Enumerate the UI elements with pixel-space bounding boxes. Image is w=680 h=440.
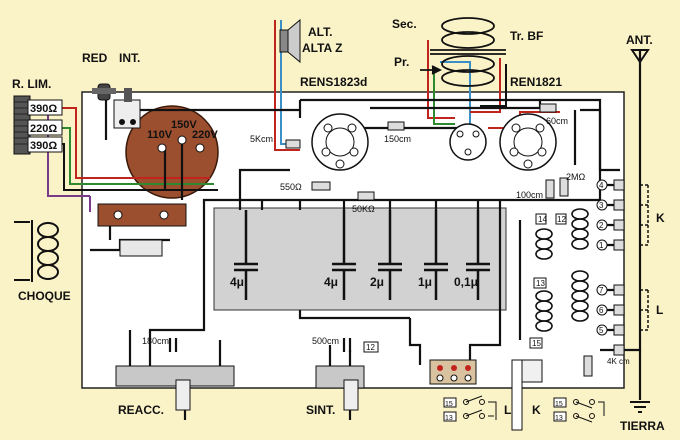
int-label: INT. <box>119 51 140 65</box>
resistor-390-b <box>27 136 63 153</box>
c4k-label: 4K cm <box>607 357 630 366</box>
cap-150cm <box>387 121 405 131</box>
rf-coils <box>535 208 589 332</box>
r2m-label: 2MΩ <box>566 172 586 182</box>
n15-label: 15 <box>532 339 541 348</box>
choque-label: CHOQUE <box>18 289 71 303</box>
resistor-50k <box>357 191 375 201</box>
r220-label: 220Ω <box>30 123 57 135</box>
reaction-capacitor <box>115 365 235 387</box>
ren1821-label: REN1821 <box>510 75 562 89</box>
c150-label: 150cm <box>384 134 411 144</box>
reacc-label: REACC. <box>118 403 164 417</box>
l-label: L <box>656 303 663 317</box>
resistor-550 <box>311 181 331 191</box>
capacitor-block <box>213 207 507 311</box>
cap2-label: 4μ <box>324 275 338 289</box>
ground-symbol <box>630 401 650 413</box>
mains-plug <box>92 83 116 101</box>
sw15b-label: 15 <box>555 401 563 408</box>
k-pin-3: 3 <box>599 201 604 210</box>
reaction-knob-shaft <box>175 379 191 411</box>
block-capacitor-symbols <box>234 210 490 300</box>
l-terminals: 7 6 5 <box>596 284 649 356</box>
k-pin-4: 4 <box>599 181 604 190</box>
r550-label: 550Ω <box>280 182 302 192</box>
alta-z-label: ALTA Z <box>302 41 342 55</box>
terminal-strip <box>97 203 187 227</box>
cap1-label: 4μ <box>230 275 244 289</box>
v220-label: 220V <box>192 129 218 141</box>
v110-label: 110V <box>147 129 173 141</box>
resistor-390-a <box>27 99 63 116</box>
c5k-label: 5Kcm <box>250 134 273 144</box>
power-switch <box>113 88 141 129</box>
wave-switch-shaft <box>511 359 523 431</box>
tube-output <box>449 123 487 161</box>
voltage-selector-disc <box>125 105 219 199</box>
v150-label: 150V <box>171 119 197 131</box>
c100-label: 100cm <box>516 190 543 200</box>
tuning-knob-shaft <box>343 379 359 411</box>
limiting-resistor-bank: 390Ω 220Ω 390Ω <box>13 95 63 155</box>
r390b-label: 390Ω <box>30 140 57 152</box>
speaker <box>279 18 301 64</box>
resistor-2m <box>559 177 569 197</box>
resistor-220 <box>27 119 63 136</box>
c60-label: 60cm <box>546 116 568 126</box>
sw15a-label: 15 <box>445 401 453 408</box>
r-lim-label: R. LIM. <box>12 77 51 91</box>
pr-label: Pr. <box>394 55 409 69</box>
c500-label: 500cm <box>312 336 339 346</box>
sec-label: Sec. <box>392 17 417 31</box>
tr-bf-label: Tr. BF <box>510 29 543 43</box>
k-label: K <box>656 211 665 225</box>
r390a-label: 390Ω <box>30 103 57 115</box>
l-pin-6: 6 <box>599 306 604 315</box>
n14-label: 14 <box>538 215 547 224</box>
l-pin-5: 5 <box>599 326 604 335</box>
antenna-symbol <box>630 49 650 64</box>
cap5-label: 0,1μ <box>454 275 478 289</box>
k-pin-1: 1 <box>599 241 604 250</box>
cap-60cm <box>539 103 557 113</box>
tube-rens1823d <box>311 113 369 171</box>
rens1823d-label: RENS1823d <box>300 75 367 89</box>
output-transformer <box>420 17 506 87</box>
n12b-label: 12 <box>366 343 375 352</box>
r50k-label: 50KΩ <box>352 204 375 214</box>
k-terminals: 4 3 2 1 <box>596 179 649 251</box>
tube-ren1821 <box>499 113 557 171</box>
ant-label: ANT. <box>626 33 653 47</box>
cap3-label: 2μ <box>370 275 384 289</box>
sw13b-label: 13 <box>555 415 563 422</box>
choke-coil <box>14 220 163 282</box>
l-pin-7: 7 <box>599 286 604 295</box>
cap-5kcm <box>285 139 301 149</box>
red-label: RED <box>82 51 108 65</box>
cap-100cm <box>545 179 555 199</box>
cap4-label: 1μ <box>418 275 432 289</box>
n13-label: 13 <box>536 279 545 288</box>
sw-k-label: K <box>532 403 541 417</box>
tierra-label: TIERRA <box>620 419 665 433</box>
n12-label: 12 <box>557 215 566 224</box>
k-pin-2: 2 <box>599 221 604 230</box>
sw13a-label: 13 <box>445 415 453 422</box>
alt-label: ALT. <box>308 25 332 39</box>
cap-4kcm <box>583 355 593 377</box>
c180-label: 180cm <box>142 336 169 346</box>
sint-label: SINT. <box>306 403 335 417</box>
sw-l-label: L <box>504 403 511 417</box>
switch-legend-l <box>443 395 497 422</box>
switch-legend-k <box>553 397 605 423</box>
colored-wiring <box>47 20 560 212</box>
